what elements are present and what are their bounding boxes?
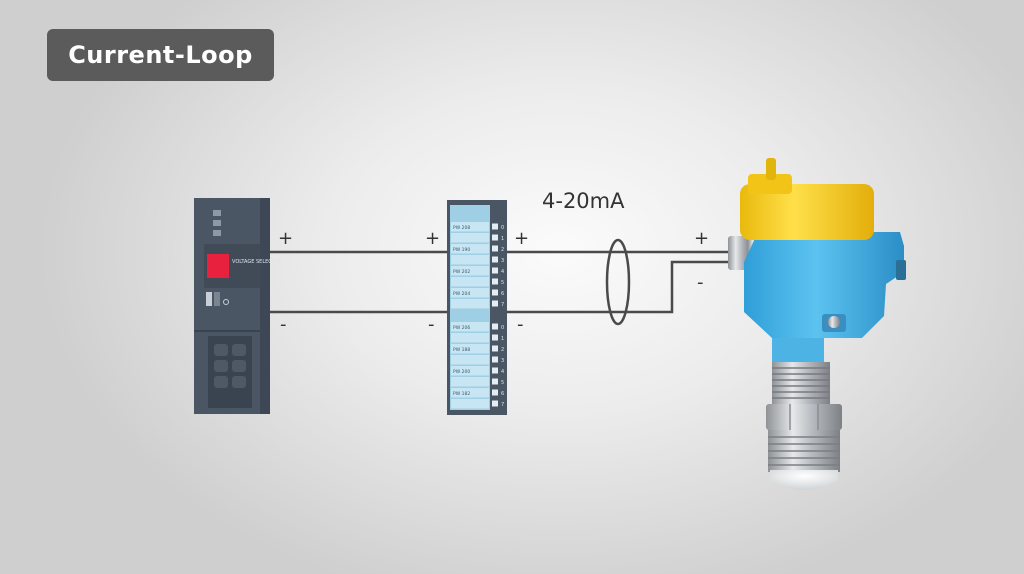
bottom-channel-number: 3	[501, 358, 504, 364]
bottom-channel-label: PW 182	[453, 391, 470, 397]
top-channel-row	[451, 222, 489, 232]
top-channel-label: PW 190	[453, 247, 470, 253]
transmitter-thread	[772, 362, 830, 404]
top-channel-led	[492, 289, 498, 296]
bottom-channel-led	[492, 345, 498, 352]
sensor-dome	[770, 470, 838, 490]
top-channel-row	[451, 233, 489, 243]
bottom-channel-label: PW 188	[453, 347, 470, 353]
bottom-channel-row	[451, 366, 489, 376]
bottom-channel-number: 6	[501, 391, 504, 397]
bottom-channel-number: 1	[501, 336, 504, 342]
polarity-labels: + - + - + - + -	[278, 228, 709, 335]
transmitter-minus-label: -	[697, 272, 704, 293]
bottom-channel-led	[492, 323, 498, 330]
top-channel-row	[451, 277, 489, 287]
bottom-channel-number: 7	[501, 402, 504, 408]
bottom-channel-led	[492, 389, 498, 396]
top-channel-number: 4	[501, 269, 504, 275]
wire-minus-module-to-transmitter	[507, 260, 735, 314]
top-channel-led	[492, 278, 498, 285]
top-channel-number: 5	[501, 280, 504, 286]
top-channel-row	[451, 288, 489, 298]
housing-screw-icon	[828, 316, 840, 328]
supply-plus-label: +	[278, 228, 293, 249]
top-channel-number: 6	[501, 291, 504, 297]
transmitter-cap	[740, 184, 874, 240]
bottom-channel-led	[492, 378, 498, 385]
module-out-plus-label: +	[514, 228, 529, 249]
top-channel-led	[492, 300, 498, 307]
loop-wires	[270, 250, 735, 314]
bottom-channel-number: 4	[501, 369, 504, 375]
transmitter-housing	[744, 232, 904, 338]
top-channel-row	[451, 266, 489, 276]
top-channel-row	[451, 244, 489, 254]
top-channel-label: PW 208	[453, 225, 470, 231]
top-channel-number: 3	[501, 258, 504, 264]
module-out-minus-label: -	[517, 314, 524, 335]
top-channel-led	[492, 223, 498, 230]
title-badge: Current-Loop	[47, 29, 274, 81]
top-channel-number: 7	[501, 302, 504, 308]
bottom-channel-row	[451, 355, 489, 365]
power-supply: VOLTAGE SELECTOR	[194, 198, 283, 414]
transmitter-plus-label: +	[694, 228, 709, 249]
module-in-minus-label: -	[428, 314, 435, 335]
io-module: 0 PW 208 1 2 PW 190 3 4 PW 202 5 6 PW 204 7 0 PW 206…	[447, 200, 507, 415]
top-channel-led	[492, 234, 498, 241]
module-in-plus-label: +	[425, 228, 440, 249]
bottom-channel-label: PW 206	[453, 325, 470, 331]
bottom-channel-row	[451, 333, 489, 343]
current-loop-ring-icon	[605, 238, 631, 326]
top-channel-number: 1	[501, 236, 504, 242]
top-channel-led	[492, 245, 498, 252]
top-channel-label: PW 204	[453, 291, 470, 297]
bottom-channel-row	[451, 344, 489, 354]
top-channel-number: 2	[501, 247, 504, 253]
bottom-channel-led	[492, 400, 498, 407]
bottom-channel-label: PW 200	[453, 369, 470, 375]
bottom-channel-row	[451, 399, 489, 409]
signal-label: 4-20mA	[542, 189, 625, 213]
supply-minus-label: -	[280, 314, 287, 335]
power-switch	[206, 292, 212, 306]
top-channel-row	[451, 255, 489, 265]
top-channel-label: PW 202	[453, 269, 470, 275]
bottom-channel-led	[492, 334, 498, 341]
bottom-channel-number: 0	[501, 325, 504, 331]
bottom-channel-number: 2	[501, 347, 504, 353]
hex-nut	[766, 404, 842, 430]
top-channel-led	[492, 267, 498, 274]
svg-text:VOLTAGE SELECTOR: VOLTAGE SELECTOR	[232, 259, 283, 265]
voltage-selector-indicator	[207, 254, 229, 278]
voltage-selector-label: VOLTAGE SELECTOR	[232, 259, 283, 265]
bottom-channel-row	[451, 322, 489, 332]
level-transmitter	[728, 158, 906, 490]
top-channel-number: 0	[501, 225, 504, 231]
bottom-channel-row	[451, 377, 489, 387]
bottom-channel-row	[451, 388, 489, 398]
bottom-channel-led	[492, 367, 498, 374]
top-channel-row	[451, 299, 489, 309]
bottom-channel-number: 5	[501, 380, 504, 386]
bottom-channel-led	[492, 356, 498, 363]
top-channel-led	[492, 256, 498, 263]
